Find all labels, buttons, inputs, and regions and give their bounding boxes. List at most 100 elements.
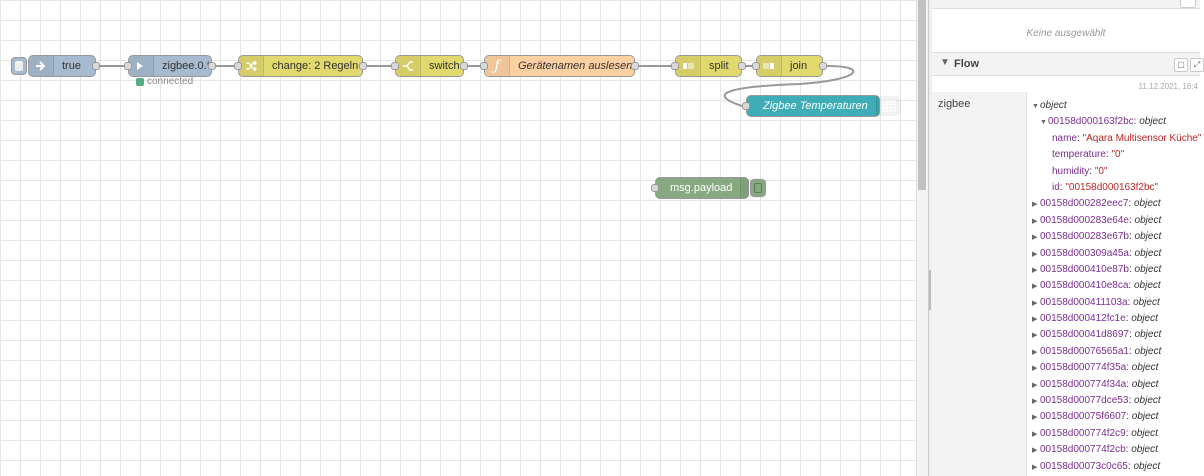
table-node[interactable]: Zigbee Temperaturen (742, 95, 901, 117)
caret-right-icon[interactable]: ▶ (1032, 430, 1038, 438)
debug-toggle-button[interactable] (750, 179, 766, 197)
info-sidebar: Keine ausgewählt ▼ Flow ▢ ⤢ 11.12.2021, … (932, 0, 1204, 476)
flow-workspace[interactable]: true zigbee.0.* connected change: 2 Rege… (0, 0, 916, 476)
workspace-scrollbar-thumb[interactable] (918, 0, 926, 190)
tree-item[interactable]: ▶00158d000282eec7: object (1032, 196, 1201, 212)
tree-key: 00158d000411103a (1040, 296, 1128, 308)
output-port[interactable] (738, 62, 746, 70)
tree-property[interactable]: temperature: "0" (1052, 149, 1125, 161)
caret-right-icon[interactable]: ▶ (1032, 348, 1038, 356)
caret-right-icon[interactable]: ▶ (1032, 217, 1038, 225)
output-port[interactable] (359, 62, 367, 70)
inject-node[interactable]: true (11, 55, 100, 77)
output-port[interactable] (631, 62, 639, 70)
input-port[interactable] (480, 62, 488, 70)
tree-key: 00158d000774f34a (1040, 378, 1127, 390)
arrow-right-icon (29, 56, 54, 76)
sidebar-menu-button[interactable] (1180, 0, 1196, 8)
caret-right-icon[interactable]: ▶ (1032, 365, 1038, 373)
tree-item[interactable]: ▶00158d000412fc1e: object (1032, 311, 1201, 327)
join-icon (757, 56, 782, 76)
property-value: "Aqara Multisensor Küche" (1082, 132, 1202, 144)
tree-type: object (1131, 444, 1158, 456)
join-node[interactable]: join (752, 55, 827, 77)
function-node-label: Gerätenamen auslesen (518, 60, 633, 72)
caret-right-icon[interactable]: ▶ (1032, 201, 1038, 209)
collapsed-items: ▶00158d000282eec7: object▶00158d000283e6… (1032, 196, 1201, 475)
tree-item[interactable]: ▶00158d000774f2cb: object (1032, 442, 1201, 458)
caret-right-icon[interactable]: ▶ (1032, 316, 1038, 324)
input-port[interactable] (742, 102, 750, 110)
tree-item[interactable]: ▶00158d00073c0c65: object (1032, 459, 1201, 475)
input-port[interactable] (752, 62, 760, 70)
caret-right-icon[interactable]: ▶ (1032, 234, 1038, 242)
caret-right-icon[interactable]: ▶ (1032, 283, 1038, 291)
input-port[interactable] (391, 62, 399, 70)
splitter-grip[interactable] (929, 270, 931, 310)
input-port[interactable] (671, 62, 679, 70)
zigbee-status: connected (136, 76, 193, 87)
tree-type: object (1131, 427, 1158, 439)
copy-icon[interactable]: ▢ (1174, 58, 1188, 72)
function-node[interactable]: ƒ Gerätenamen auslesen (480, 55, 639, 77)
input-port[interactable] (234, 62, 242, 70)
inject-button[interactable] (11, 57, 27, 75)
tree-type: object (1134, 214, 1162, 226)
tree-key: 00158d000774f2c9 (1040, 427, 1126, 439)
tree-type: object (1134, 345, 1162, 357)
caret-right-icon[interactable]: ▶ (1032, 266, 1038, 274)
tree-root[interactable]: ▼object (1032, 98, 1201, 114)
tree-item[interactable]: ▶00158d000309a45a: object (1032, 246, 1201, 262)
property-key: id (1052, 181, 1060, 193)
tree-item[interactable]: ▶00158d000283e64e: object (1032, 213, 1201, 229)
join-node-label: join (790, 60, 808, 72)
caret-right-icon[interactable]: ▶ (1032, 414, 1038, 422)
zigbee-in-node[interactable]: zigbee.0.* (124, 55, 216, 77)
split-node[interactable]: split (671, 55, 746, 77)
output-port[interactable] (208, 62, 216, 70)
output-port[interactable] (460, 62, 468, 70)
tree-item[interactable]: ▶00158d000774f34a: object (1032, 377, 1201, 393)
tree-type: object (1131, 411, 1159, 423)
tree-type: object (1134, 247, 1162, 259)
caret-right-icon[interactable]: ▶ (1032, 332, 1038, 340)
output-port[interactable] (819, 62, 827, 70)
tree-property[interactable]: name: "Aqara Multisensor Küche" (1052, 132, 1202, 144)
caret-right-icon[interactable]: ▶ (1032, 398, 1038, 406)
caret-down-icon[interactable]: ▼ (1040, 119, 1047, 127)
tree-type: object (1131, 378, 1159, 390)
caret-down-icon[interactable]: ▼ (1032, 103, 1039, 110)
tree-item[interactable]: ▶00158d00077dce53: object (1032, 393, 1201, 409)
tree-item[interactable]: ▶00158d000774f2c9: object (1032, 426, 1201, 442)
output-port[interactable] (92, 62, 100, 70)
input-port[interactable] (124, 62, 132, 70)
switch-node[interactable]: switch (391, 55, 468, 77)
tree-item[interactable]: ▶00158d000283e67b: object (1032, 229, 1201, 245)
tree-key: 00158d000774f2cb (1040, 444, 1126, 456)
caret-right-icon[interactable]: ▶ (1032, 299, 1038, 307)
table-node-label: Zigbee Temperaturen (763, 100, 868, 112)
tree-item[interactable]: ▶00158d000774f35a: object (1032, 360, 1201, 376)
tree-property[interactable]: humidity: "0" (1052, 165, 1108, 177)
tree-property[interactable]: id: "00158d000163f2bc" (1052, 181, 1159, 193)
tree-item[interactable]: ▶00158d00075f6607: object (1032, 409, 1201, 425)
property-key: temperature (1052, 149, 1106, 161)
tree-item[interactable]: ▶00158d000411103a: object (1032, 295, 1201, 311)
caret-right-icon[interactable]: ▶ (1032, 463, 1038, 471)
caret-right-icon[interactable]: ▶ (1032, 250, 1038, 258)
caret-right-icon[interactable]: ▶ (1032, 381, 1038, 389)
tree-item-expanded[interactable]: ▼00158d000163f2bc: object (1032, 114, 1201, 130)
tree-item[interactable]: ▶00158d000410e8ca: object (1032, 278, 1201, 294)
tree-item[interactable]: ▶00158d00041d8697: object (1032, 327, 1201, 343)
topic-column (932, 92, 1027, 476)
property-key: name (1052, 132, 1078, 144)
caret-right-icon[interactable]: ▶ (1032, 447, 1038, 455)
debug-node[interactable]: msg.payload (651, 177, 766, 199)
change-node[interactable]: change: 2 Regeln (234, 55, 367, 77)
tree-item[interactable]: ▶00158d000410e87b: object (1032, 262, 1201, 278)
expand-icon[interactable]: ⤢ (1190, 58, 1204, 72)
chevron-down-icon[interactable]: ▼ (940, 57, 950, 68)
flow-section-header[interactable]: ▼ Flow ▢ ⤢ (932, 52, 1204, 76)
tree-item[interactable]: ▶00158d00076565a1: object (1032, 344, 1201, 360)
input-port[interactable] (651, 184, 659, 192)
